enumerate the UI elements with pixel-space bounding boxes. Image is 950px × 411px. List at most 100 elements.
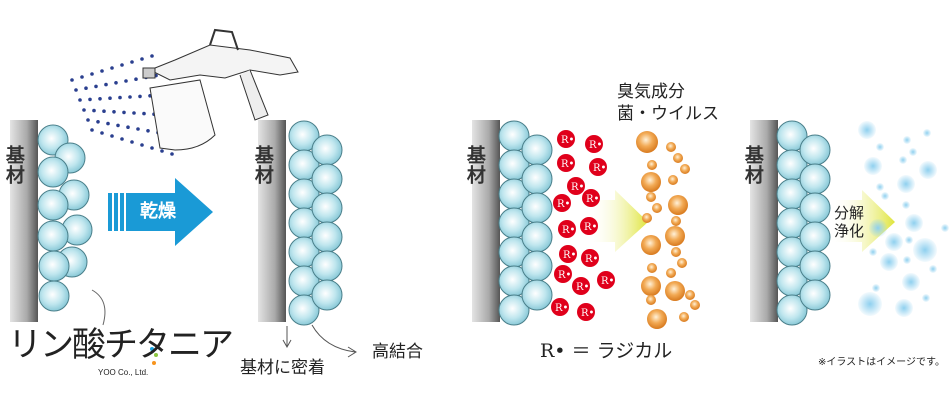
arrow-stripe	[124, 193, 126, 231]
radical-particle	[582, 189, 600, 207]
radical-symbol: R•	[581, 308, 594, 319]
purified-particle	[919, 161, 937, 179]
spray-gun-icon	[148, 44, 299, 81]
purified-particle	[858, 121, 876, 139]
coating-particle	[37, 189, 69, 221]
logo-dot	[150, 347, 154, 351]
spray-dot	[90, 128, 94, 132]
purified-particle	[876, 183, 884, 191]
coating-particle	[498, 294, 530, 326]
odor-label-line1: 臭気成分	[617, 82, 685, 102]
purified-particle	[905, 214, 923, 232]
purified-particle	[905, 236, 913, 244]
coating-particle	[521, 163, 553, 195]
spray-dot	[150, 146, 154, 150]
odor-particle	[636, 131, 658, 153]
odor-particle	[642, 213, 652, 223]
radical-symbol: R•	[557, 199, 570, 210]
odor-particle	[641, 172, 661, 192]
spray-dot	[96, 120, 100, 124]
coating-particle	[311, 163, 343, 195]
decompose-label: 分解浄化	[834, 204, 865, 240]
purified-particle	[941, 224, 949, 232]
spray-dot	[90, 72, 94, 76]
spray-dot	[80, 75, 84, 79]
coating-particle	[521, 192, 553, 224]
radical-symbol: R•	[586, 194, 599, 205]
purified-particle	[909, 148, 917, 156]
coating-particle	[799, 163, 831, 195]
purified-particle	[923, 129, 931, 137]
radical-arrow-icon	[588, 190, 648, 252]
odor-particle	[647, 263, 657, 273]
substrate-label-3: 基材	[463, 145, 486, 185]
spray-cup-icon	[149, 79, 216, 151]
spray-dot	[160, 149, 164, 153]
substrate-bar	[750, 120, 778, 322]
odor-particle	[652, 203, 662, 213]
radical-symbol: R•	[562, 225, 575, 236]
spray-dot	[138, 94, 142, 99]
spray-dot	[116, 123, 120, 128]
purified-particle	[864, 157, 882, 175]
spray-dot	[136, 127, 140, 131]
adhesion-label: 基材に密着	[240, 358, 325, 378]
purified-particle	[897, 175, 915, 193]
radical-symbol: R•	[585, 254, 598, 265]
spray-dot	[108, 96, 112, 100]
spray-dot	[110, 66, 114, 70]
bond-label: 高結合	[372, 342, 423, 362]
spray-dot	[170, 152, 174, 156]
spray-dot	[150, 54, 154, 58]
spray-dot	[112, 110, 116, 114]
odor-particle	[665, 281, 685, 301]
spray-dot	[122, 110, 126, 115]
spray-dot	[134, 77, 138, 81]
spray-dot	[84, 86, 88, 90]
odor-particle	[668, 175, 678, 185]
purified-particle	[880, 253, 898, 271]
purified-particle	[895, 299, 913, 317]
radical-symbol: R•	[561, 159, 574, 170]
purified-particle	[929, 265, 937, 273]
radical-legend: R• ＝ ラジカル	[540, 340, 673, 362]
spray-gun-trigger	[209, 28, 239, 51]
odor-particle	[671, 216, 681, 226]
spray-dot	[128, 95, 132, 99]
purified-particle	[913, 238, 937, 262]
spray-dot	[130, 60, 134, 64]
odor-particle	[677, 258, 687, 268]
radical-particle	[554, 265, 572, 283]
coating-particle	[311, 279, 343, 311]
spray-dot	[100, 131, 104, 135]
adhesion-arrow-icon	[282, 326, 292, 349]
substrate-label-4: 基材	[741, 145, 764, 185]
spray-dot	[140, 143, 144, 147]
odor-particle	[673, 153, 683, 163]
coating-particle	[521, 250, 553, 282]
image-note: ※イラストはイメージです。	[818, 357, 945, 368]
radical-particle	[581, 249, 599, 267]
spray-dot	[82, 108, 86, 112]
pointer-line	[91, 289, 106, 326]
purified-particle	[903, 136, 911, 144]
radical-particle	[589, 158, 607, 176]
spray-dot	[100, 69, 104, 73]
bond-arrow-icon	[311, 324, 357, 358]
arrow-stripe	[112, 193, 114, 231]
spray-dot	[146, 129, 150, 133]
odor-particle	[646, 192, 656, 202]
radical-particle	[551, 298, 569, 316]
coating-particle	[799, 250, 831, 282]
coating-particle	[38, 250, 70, 282]
coating-particle	[311, 192, 343, 224]
purified-particle	[885, 233, 903, 251]
radical-symbol: R•	[589, 140, 602, 151]
radical-symbol: R•	[601, 276, 614, 287]
purified-particle	[902, 201, 910, 209]
radical-particle	[577, 303, 595, 321]
logo-dot	[154, 353, 158, 357]
radical-particle	[559, 245, 577, 263]
spray-dot	[114, 81, 118, 85]
logo-text: リン酸チタニア	[8, 325, 234, 365]
